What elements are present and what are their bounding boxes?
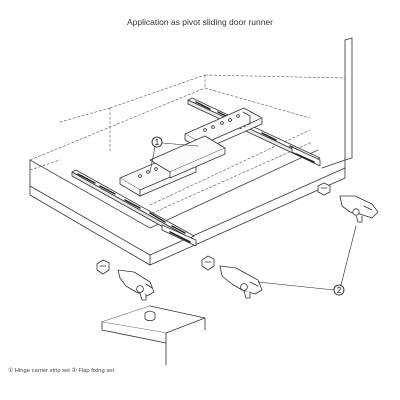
- flap-hinge-middle: [201, 255, 263, 299]
- callout-1-label: 1: [155, 138, 160, 147]
- bottom-panel: [29, 149, 346, 266]
- cabinet-outline: [29, 74, 346, 216]
- legend-caption: ① Hinge carrier strip set ② Flap fixing …: [8, 368, 115, 374]
- cabinet-side-panel: [321, 37, 353, 169]
- door-panel: [101, 300, 220, 366]
- callout-2-label: 2: [337, 286, 342, 295]
- hinge-carrier-strip-right: [187, 97, 321, 167]
- callout-1: 1: [149, 136, 199, 173]
- hinge-carrier-strip-left: [71, 169, 197, 247]
- center-plate: [149, 135, 226, 179]
- callout-2: 2: [257, 225, 357, 296]
- flap-hinge-right: [317, 182, 379, 223]
- diagram-title: Application as pivot sliding door runner: [126, 17, 273, 27]
- flap-hinge-left: [96, 259, 155, 301]
